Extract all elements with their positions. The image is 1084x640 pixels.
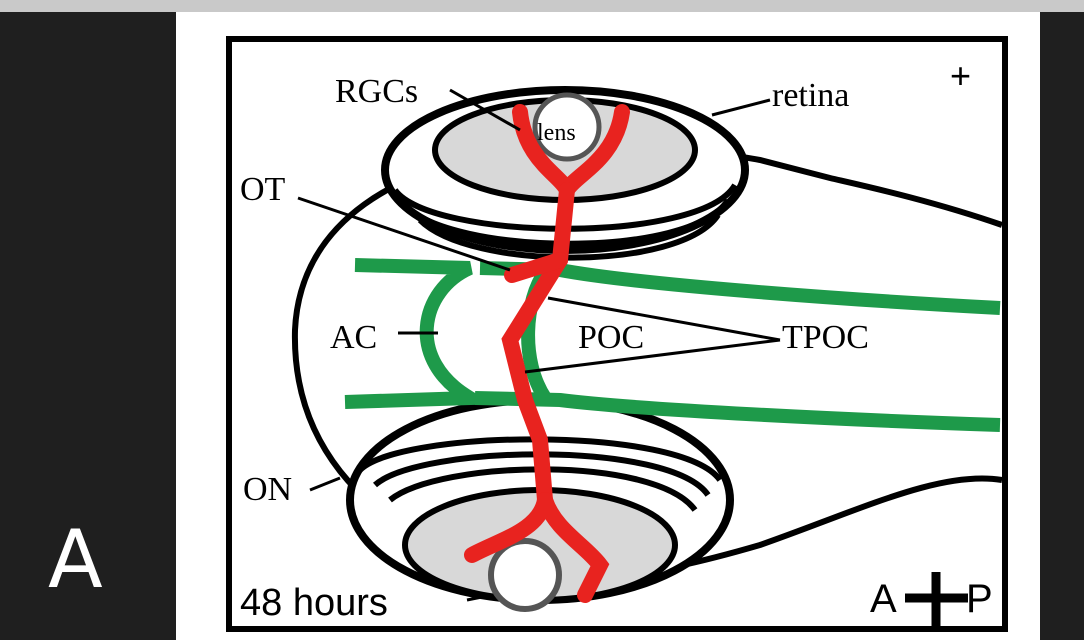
- label-tpoc: TPOC: [782, 319, 869, 356]
- label-anterior: A: [870, 577, 897, 621]
- label-lens: lens: [537, 120, 576, 146]
- label-poc: POC: [578, 319, 644, 356]
- label-retina: retina: [772, 77, 849, 114]
- label-rgcs: RGCs: [335, 73, 418, 110]
- label-ot: OT: [240, 171, 286, 208]
- label-ac: AC: [330, 319, 377, 356]
- label-posterior: P: [966, 577, 993, 621]
- plus-symbol: +: [950, 55, 971, 96]
- axis-marker: A P: [870, 572, 993, 632]
- label-on: ON: [243, 471, 292, 508]
- label-time: 48 hours: [240, 582, 388, 624]
